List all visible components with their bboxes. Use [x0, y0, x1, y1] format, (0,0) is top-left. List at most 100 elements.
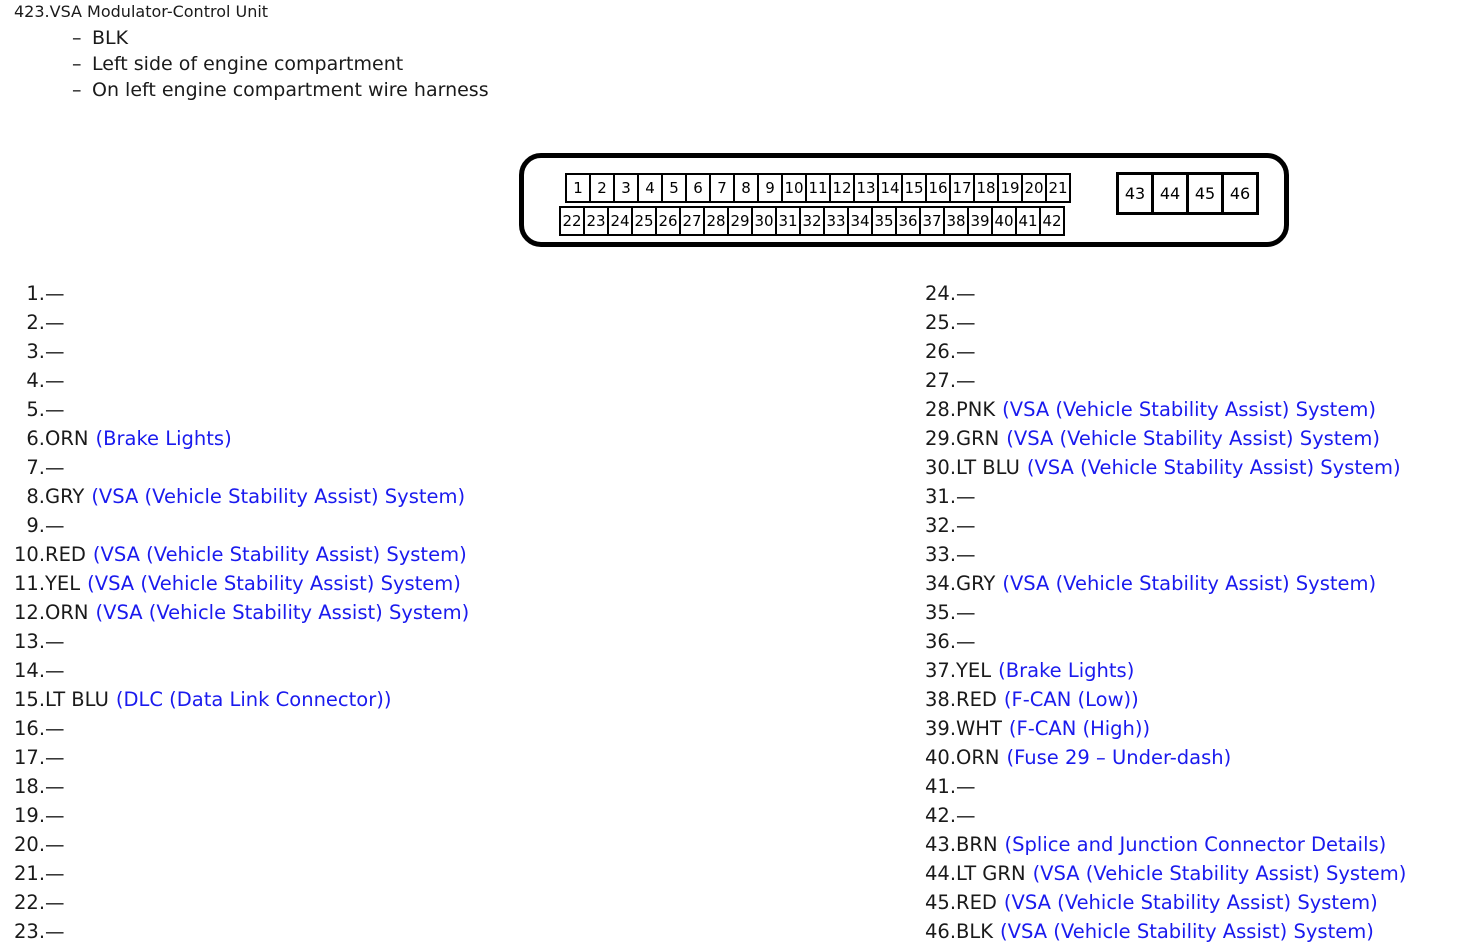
pin-entry: 44.LT GRN(VSA (Vehicle Stability Assist)… [925, 859, 1462, 888]
pin-number: 11. [14, 572, 46, 595]
pin-entry: 14.— [14, 656, 914, 685]
connector-pin-cell-25[interactable]: 25 [633, 208, 657, 234]
connector-pin-cell-1[interactable]: 1 [567, 175, 591, 201]
pin-number: 12. [14, 601, 46, 624]
pin-entry: 6.ORN(Brake Lights) [14, 424, 914, 453]
pin-number: 43. [925, 833, 957, 856]
pin-entry: 23.— [14, 917, 914, 946]
connector-pin-cell-35[interactable]: 35 [873, 208, 897, 234]
pin-wire-color: YEL [956, 659, 992, 682]
connector-pin-cell-46[interactable]: 46 [1224, 175, 1256, 212]
pin-number: 23. [14, 920, 46, 943]
connector-pin-cell-44[interactable]: 44 [1154, 175, 1189, 212]
connector-pin-cell-24[interactable]: 24 [609, 208, 633, 234]
connector-pin-cell-12[interactable]: 12 [831, 175, 855, 201]
pin-wire-color: — [956, 311, 976, 334]
connector-pin-cell-43[interactable]: 43 [1119, 175, 1154, 212]
pin-entry: 11.YEL(VSA (Vehicle Stability Assist) Sy… [14, 569, 914, 598]
connector-pin-cell-40[interactable]: 40 [993, 208, 1017, 234]
connector-pin-cell-11[interactable]: 11 [807, 175, 831, 201]
pin-wire-color: — [45, 340, 65, 363]
pin-wire-color: WHT [956, 717, 1002, 740]
note-row: –On left engine compartment wire harness [72, 77, 914, 103]
connector-pin-cell-23[interactable]: 23 [585, 208, 609, 234]
pin-wire-color: — [45, 804, 65, 827]
connector-pin-cell-10[interactable]: 10 [783, 175, 807, 201]
connector-pin-cell-9[interactable]: 9 [759, 175, 783, 201]
pin-circuit-description: (Splice and Junction Connector Details) [1004, 833, 1387, 856]
pin-number: 15. [14, 688, 46, 711]
connector-pin-cell-14[interactable]: 14 [879, 175, 903, 201]
page-title: 423.VSA Modulator-Control Unit [14, 2, 269, 21]
connector-pin-cell-36[interactable]: 36 [897, 208, 921, 234]
pin-number: 9. [26, 514, 45, 537]
pin-entry: 1.— [14, 279, 914, 308]
pin-wire-color: — [45, 659, 65, 682]
pin-wire-color: — [45, 282, 65, 305]
pin-wire-color: — [45, 920, 65, 943]
pin-number: 22. [14, 891, 46, 914]
pin-entry: 32.— [925, 511, 1462, 540]
pin-entry: 28.PNK(VSA (Vehicle Stability Assist) Sy… [925, 395, 1462, 424]
connector-pin-cell-3[interactable]: 3 [615, 175, 639, 201]
connector-pin-cell-45[interactable]: 45 [1189, 175, 1224, 212]
connector-pin-cell-31[interactable]: 31 [777, 208, 801, 234]
pin-entry: 27.— [925, 366, 1462, 395]
pin-wire-color: — [45, 630, 65, 653]
note-bullet-dash: – [72, 27, 82, 49]
connector-pin-cell-42[interactable]: 42 [1041, 208, 1063, 234]
pin-entry: 16.— [14, 714, 914, 743]
pin-circuit-description: (VSA (Vehicle Stability Assist) System) [91, 485, 466, 508]
pin-circuit-description: (VSA (Vehicle Stability Assist) System) [1002, 398, 1376, 421]
pin-entry: 8.GRY(VSA (Vehicle Stability Assist) Sys… [14, 482, 914, 511]
pin-wire-color: — [956, 340, 976, 363]
connector-pin-cell-2[interactable]: 2 [591, 175, 615, 201]
connector-pin-cell-41[interactable]: 41 [1017, 208, 1041, 234]
pin-number: 1. [26, 282, 45, 305]
connector-pin-cell-30[interactable]: 30 [753, 208, 777, 234]
pin-wire-color: — [45, 456, 65, 479]
connector-pin-cell-22[interactable]: 22 [561, 208, 585, 234]
connector-pin-cell-7[interactable]: 7 [711, 175, 735, 201]
connector-pin-cell-4[interactable]: 4 [639, 175, 663, 201]
pin-circuit-description: (Brake Lights) [95, 427, 232, 450]
pin-entry: 12.ORN(VSA (Vehicle Stability Assist) Sy… [14, 598, 914, 627]
connector-pin-cell-20[interactable]: 20 [1023, 175, 1047, 201]
pin-circuit-description: (VSA (Vehicle Stability Assist) System) [1000, 920, 1374, 943]
connector-pin-cell-18[interactable]: 18 [975, 175, 999, 201]
pin-entry: 5.— [14, 395, 914, 424]
pin-wire-color: — [956, 804, 976, 827]
connector-pin-cell-29[interactable]: 29 [729, 208, 753, 234]
connector-pin-cell-28[interactable]: 28 [705, 208, 729, 234]
note-bullet-dash: – [72, 79, 82, 101]
connector-pin-cell-17[interactable]: 17 [951, 175, 975, 201]
pin-wire-color: — [956, 485, 976, 508]
pin-entry: 35.— [925, 598, 1462, 627]
pin-entry: 26.— [925, 337, 1462, 366]
connector-pin-cell-34[interactable]: 34 [849, 208, 873, 234]
connector-pin-cell-19[interactable]: 19 [999, 175, 1023, 201]
header-block: 423.VSA Modulator-Control Unit –BLK–Left… [14, 2, 914, 103]
pin-entry: 43.BRN(Splice and Junction Connector Det… [925, 830, 1462, 859]
connector-pin-cell-8[interactable]: 8 [735, 175, 759, 201]
connector-pin-cell-27[interactable]: 27 [681, 208, 705, 234]
connector-pin-cell-39[interactable]: 39 [969, 208, 993, 234]
pin-entry: 42.— [925, 801, 1462, 830]
pin-wire-color: — [956, 543, 976, 566]
connector-pin-cell-21[interactable]: 21 [1047, 175, 1069, 201]
connector-pin-cell-16[interactable]: 16 [927, 175, 951, 201]
connector-pin-cell-37[interactable]: 37 [921, 208, 945, 234]
connector-pin-cell-15[interactable]: 15 [903, 175, 927, 201]
pin-list-right: 24.—25.—26.—27.—28.PNK(VSA (Vehicle Stab… [925, 279, 1462, 946]
connector-pin-cell-32[interactable]: 32 [801, 208, 825, 234]
connector-pin-cell-13[interactable]: 13 [855, 175, 879, 201]
connector-pin-cell-5[interactable]: 5 [663, 175, 687, 201]
pin-number: 27. [925, 369, 957, 392]
connector-pin-cell-26[interactable]: 26 [657, 208, 681, 234]
connector-pin-cell-6[interactable]: 6 [687, 175, 711, 201]
connector-pin-cell-33[interactable]: 33 [825, 208, 849, 234]
connector-pin-cell-38[interactable]: 38 [945, 208, 969, 234]
pin-number: 17. [14, 746, 46, 769]
pin-circuit-description: (VSA (Vehicle Stability Assist) System) [1032, 862, 1407, 885]
